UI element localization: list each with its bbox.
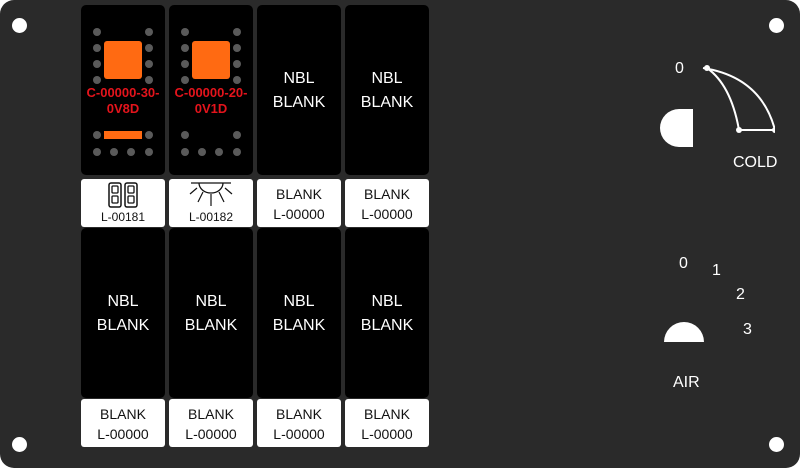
label-line2: L-00000 (97, 426, 149, 442)
mounting-hole-icon (769, 18, 784, 33)
blank-switch-6[interactable]: NBL BLANK (169, 228, 253, 398)
indicator-lamp-icon (104, 41, 142, 79)
mounting-hole-icon (769, 437, 784, 452)
label-line2: L-00000 (273, 206, 325, 222)
label-line1: BLANK (364, 406, 410, 422)
switch-code-line2: 0V8D (106, 101, 140, 116)
label-plate-7: BLANK L-00000 (257, 399, 341, 447)
label-line1: BLANK (276, 186, 322, 202)
blank-switch-8[interactable]: NBL BLANK (345, 228, 429, 398)
label-plate-6: BLANK L-00000 (169, 399, 253, 447)
switch-code-line1: C-00000-20- (174, 85, 248, 100)
nbl-label: NBL BLANK (257, 290, 341, 338)
nbl-line1: NBL (195, 293, 227, 310)
mounting-hole-icon (12, 437, 27, 452)
nbl-line2: BLANK (360, 317, 414, 334)
indicator-bar-icon (104, 131, 142, 139)
nbl-line1: NBL (283, 293, 315, 310)
label-plate-8: BLANK L-00000 (345, 399, 429, 447)
nbl-line2: BLANK (184, 317, 238, 334)
label-line1: BLANK (100, 406, 146, 422)
air-knob[interactable] (662, 306, 706, 342)
label-plate-1: L-00181 (81, 179, 165, 227)
nbl-line2: BLANK (272, 317, 326, 334)
nbl-line1: NBL (371, 70, 403, 87)
nbl-line2: BLANK (360, 94, 414, 111)
light-icon (189, 182, 233, 206)
label-line1: BLANK (276, 406, 322, 422)
air-position-3: 3 (743, 321, 752, 338)
nbl-label: NBL BLANK (169, 290, 253, 338)
blank-switch-3[interactable]: NBL BLANK (257, 5, 341, 175)
rocker-switch-2[interactable]: C-00000-20- 0V1D (169, 5, 253, 175)
nbl-label: NBL BLANK (345, 67, 429, 115)
blank-switch-5[interactable]: NBL BLANK (81, 228, 165, 398)
blank-switch-7[interactable]: NBL BLANK (257, 228, 341, 398)
temp-zero-label: 0 (675, 60, 684, 77)
nbl-line1: NBL (107, 293, 139, 310)
air-knob-label: AIR (673, 374, 700, 391)
temperature-knob[interactable] (655, 55, 775, 175)
label-line2: L-00000 (361, 426, 413, 442)
label-line2: L-00000 (185, 426, 237, 442)
nbl-label: NBL BLANK (81, 290, 165, 338)
nbl-line1: NBL (283, 70, 315, 87)
label-plate-4: BLANK L-00000 (345, 179, 429, 227)
indicator-lamp-icon (192, 41, 230, 79)
label-plate-5: BLANK L-00000 (81, 399, 165, 447)
nbl-line2: BLANK (96, 317, 150, 334)
label-code: L-00181 (100, 210, 146, 224)
label-line2: L-00000 (361, 206, 413, 222)
nbl-line1: NBL (371, 293, 403, 310)
switch-code-line2: 0V1D (194, 101, 228, 116)
nbl-label: NBL BLANK (345, 290, 429, 338)
switch-code-line1: C-00000-30- (86, 85, 160, 100)
temp-knob-label: COLD (733, 154, 778, 171)
label-line1: BLANK (364, 186, 410, 202)
label-plate-2: L-00182 (169, 179, 253, 227)
nbl-line2: BLANK (272, 94, 326, 111)
air-position-0: 0 (679, 255, 688, 272)
label-plate-3: BLANK L-00000 (257, 179, 341, 227)
blank-switch-4[interactable]: NBL BLANK (345, 5, 429, 175)
mounting-hole-icon (12, 18, 27, 33)
nbl-label: NBL BLANK (257, 67, 341, 115)
rocker-switch-1[interactable]: C-00000-30- 0V8D (81, 5, 165, 175)
air-position-2: 2 (736, 286, 745, 303)
label-line2: L-00000 (273, 426, 325, 442)
label-line1: BLANK (188, 406, 234, 422)
air-position-1: 1 (712, 262, 721, 279)
dual-switch-icon (108, 182, 138, 208)
label-code: L-00182 (188, 210, 234, 224)
